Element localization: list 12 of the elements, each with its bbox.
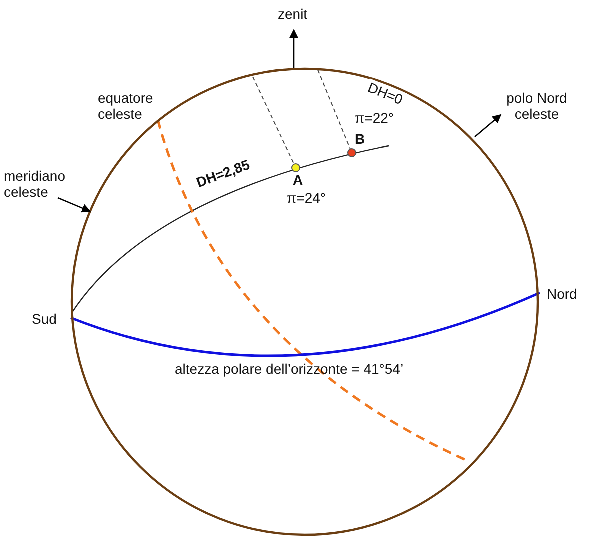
- altitude-label: altezza polare dell’orizzonte = 41°54’: [175, 361, 404, 377]
- cardinal-label: Sud: [32, 311, 57, 327]
- angle-label: π=22°: [355, 110, 394, 126]
- part-label: equatore celeste: [98, 90, 154, 122]
- angle-label: π=24°: [287, 190, 326, 206]
- cardinal-label: Nord: [547, 286, 578, 302]
- direction-label: polo Nord celeste: [506, 90, 568, 122]
- point-label: A: [293, 172, 304, 188]
- point-label: B: [355, 131, 366, 147]
- direction-label: zenit: [278, 6, 308, 22]
- part-label: meridiano celeste: [4, 168, 66, 200]
- leader-arrow: [58, 197, 92, 213]
